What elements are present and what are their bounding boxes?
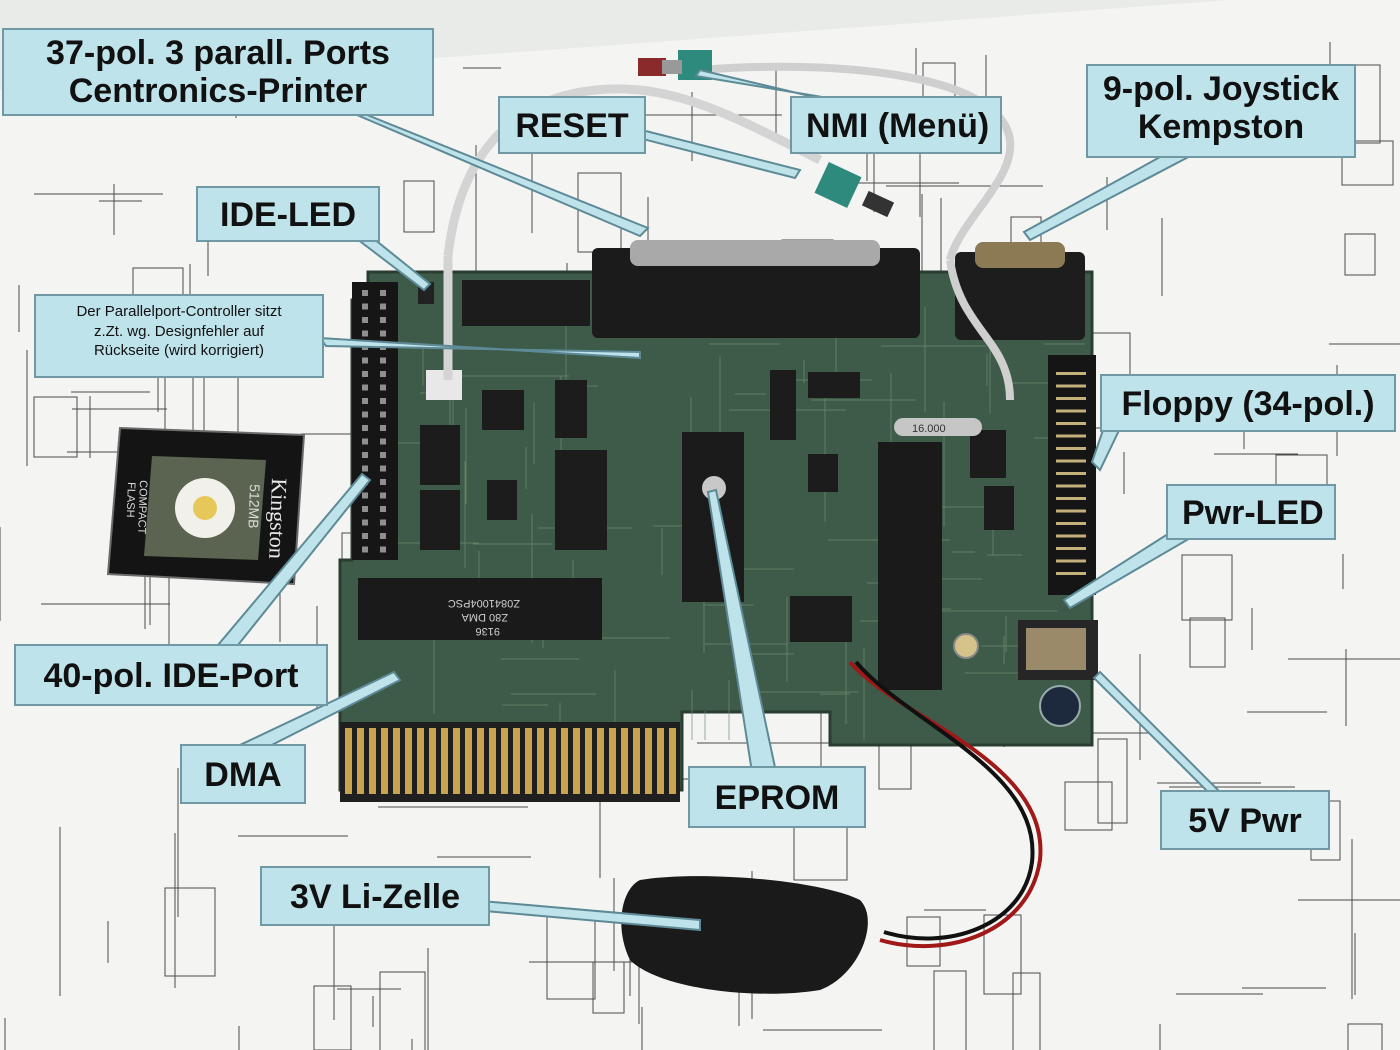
callout-nmi-text: NMI (Menü)	[806, 107, 990, 145]
callout-floppy: Floppy (34-pol.)	[1100, 374, 1396, 432]
capacitor	[1039, 685, 1081, 727]
dma-marking-line2: Z80 DMA	[461, 611, 508, 623]
callout-joystick-line1: 9-pol. Joystick	[1102, 70, 1340, 108]
card-type-line2: FLASH	[124, 482, 137, 518]
callout-parallel-ports-line2: Centronics-Printer	[68, 72, 368, 111]
callout-parallel-note: Der Parallelport-Controller sitzt z.Zt. …	[34, 294, 324, 378]
crystal	[894, 418, 982, 436]
large-chip	[878, 442, 942, 690]
ide-header	[352, 282, 398, 560]
callout-reset: RESET	[498, 96, 646, 154]
callout-li-cell: 3V Li-Zelle	[260, 866, 490, 926]
edge-connector	[340, 722, 680, 802]
callout-dma: DMA	[180, 744, 306, 804]
callout-li-cell-text: 3V Li-Zelle	[289, 878, 461, 916]
callout-pwr-led: Pwr-LED	[1166, 484, 1336, 540]
callout-parallel-note-line2: z.Zt. wg. Designfehler auf	[93, 322, 265, 340]
callout-ide-led: IDE-LED	[196, 186, 380, 242]
callout-ide-port: 40-pol. IDE-Port	[14, 644, 328, 706]
callout-joystick-line2: Kempston	[1137, 108, 1305, 147]
callout-eprom-text: EPROM	[714, 779, 840, 817]
dma-marking-line1: Z0841004PSC	[448, 597, 520, 609]
dma-chip	[358, 578, 602, 640]
callout-eprom: EPROM	[688, 766, 866, 828]
card-type-line1: COMPACT	[135, 480, 149, 535]
card-brand: Kingston	[264, 478, 292, 560]
callout-joystick: 9-pol. Joystick Kempston	[1086, 64, 1356, 158]
leader-lines	[216, 68, 1234, 932]
callout-floppy-text: Floppy (34-pol.)	[1121, 385, 1375, 423]
crystal-marking: 16.000	[912, 423, 946, 435]
callout-ide-port-text: 40-pol. IDE-Port	[43, 657, 299, 695]
db9-connector	[955, 252, 1085, 340]
callout-parallel-note-line3: Rückseite (wird korrigiert)	[93, 342, 265, 359]
callout-parallel-ports: 37-pol. 3 parall. Ports Centronics-Print…	[2, 28, 434, 116]
callout-parallel-note-line1: Der Parallelport-Controller sitzt	[76, 303, 282, 320]
callout-nmi: NMI (Menü)	[790, 96, 1002, 154]
nmi-pushbutton	[814, 161, 895, 218]
compact-flash-card: Kingston COMPACT FLASH 512MB	[106, 426, 306, 586]
callout-dma-text: DMA	[204, 756, 282, 794]
callout-reset-text: RESET	[515, 107, 629, 145]
reset-cable	[443, 84, 823, 257]
card-capacity: 512MB	[245, 484, 263, 529]
callout-5v-pwr: 5V Pwr	[1160, 790, 1330, 850]
callout-parallel-ports-line1: 37-pol. 3 parall. Ports	[46, 34, 390, 72]
callout-5v-pwr-text: 5V Pwr	[1188, 802, 1302, 840]
callout-ide-led-text: IDE-LED	[220, 196, 356, 234]
lithium-cell	[621, 876, 868, 994]
db37-connector	[592, 248, 920, 338]
dma-marking-line3: 9136	[476, 625, 500, 637]
callout-pwr-led-text: Pwr-LED	[1182, 494, 1324, 532]
